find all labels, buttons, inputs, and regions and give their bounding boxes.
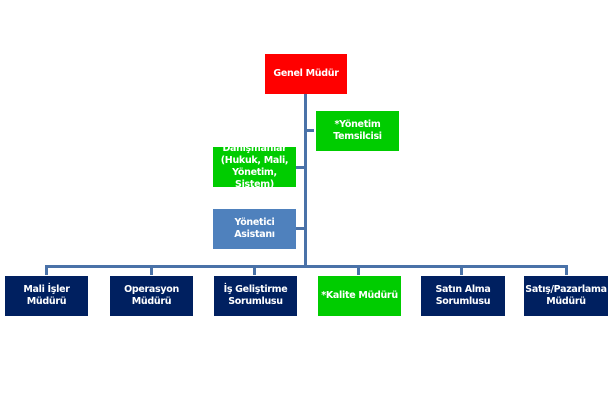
node-kalite-muduru: *Kalite Müdürü: [318, 276, 401, 316]
connector-staff-3: [296, 227, 305, 230]
connector-drop: [253, 265, 256, 275]
connector-staff-1: [306, 129, 314, 132]
node-yonetici-asistani: Yönetici Asistanı: [213, 209, 296, 249]
connector-drop: [357, 265, 360, 275]
node-yonetim-temsilcisi: *Yönetim Temsilcisi: [316, 111, 399, 151]
connector-horizontal: [45, 265, 568, 268]
node-danismanlar: Danışmanlar (Hukuk, Mali, Yönetim, Siste…: [213, 143, 296, 190]
connector-main-vertical: [304, 93, 307, 268]
node-satin-alma-sorumlusu: Satın Alma Sorumlusu: [421, 276, 505, 316]
connector-drop: [150, 265, 153, 275]
node-genel-mudur: Genel Müdür: [265, 54, 347, 94]
connector-drop: [460, 265, 463, 275]
node-satis-pazarlama-muduru: Satış/Pazarlama Müdürü: [524, 276, 608, 316]
connector-drop: [45, 265, 48, 275]
node-is-gelistirme-sorumlusu: İş Geliştirme Sorumlusu: [214, 276, 297, 316]
connector-staff-2: [296, 166, 305, 169]
connector-drop: [565, 265, 568, 275]
node-operasyon-muduru: Operasyon Müdürü: [110, 276, 193, 316]
node-mali-isler-muduru: Mali İşler Müdürü: [5, 276, 88, 316]
